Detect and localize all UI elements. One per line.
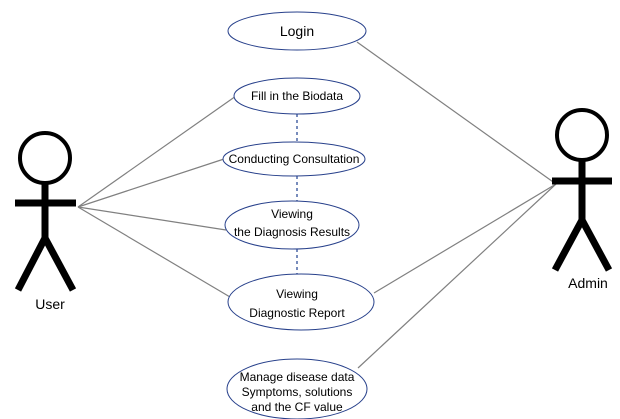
association-admin-login [356, 41, 557, 185]
use-case-manage-disease-data-label-1: Manage disease data [240, 370, 355, 384]
use-case-fill-biodata-label: Fill in the Biodata [251, 89, 343, 103]
association-admin-diagnostic-report [373, 183, 557, 294]
use-case-manage-disease-data-label-2: Symptoms, solutions [242, 385, 353, 399]
use-case-login-label: Login [280, 23, 314, 39]
actor-user-head [18, 131, 72, 185]
actor-user-right-leg [41, 236, 77, 292]
actor-admin-label: Admin [568, 275, 608, 291]
actor-user[interactable]: User [14, 131, 77, 312]
actor-admin-head [555, 108, 609, 162]
use-case-fill-biodata[interactable]: Fill in the Biodata [233, 77, 361, 115]
actor-admin-left-leg [551, 218, 586, 272]
association-user-consultation [77, 158, 225, 208]
association-user-biodata [77, 95, 237, 208]
association-admin-manage-data [357, 183, 557, 369]
use-case-viewing-diagnostic-report-label-1: Viewing [276, 287, 318, 301]
use-case-conducting-consultation[interactable]: Conducting Consultation [222, 141, 366, 177]
actor-admin-right-leg [578, 218, 613, 272]
use-case-viewing-diagnostic-report[interactable]: Viewing Diagnostic Report [227, 273, 375, 331]
actor-user-left-leg [14, 236, 49, 292]
association-user-diagnosis-results [77, 206, 227, 231]
actor-user-label: User [35, 296, 65, 312]
use-case-login[interactable]: Login [227, 11, 367, 51]
use-case-conducting-consultation-label: Conducting Consultation [229, 152, 360, 166]
use-case-viewing-diagnosis-results-label-1: Viewing [271, 207, 313, 221]
use-case-manage-disease-data[interactable]: Manage disease data Symptoms, solutions … [226, 358, 368, 419]
use-case-viewing-diagnosis-results[interactable]: Viewing the Diagnosis Results [224, 200, 360, 250]
use-case-viewing-diagnosis-results-label-2: the Diagnosis Results [234, 225, 350, 239]
use-case-manage-disease-data-label-3: and the CF value [251, 400, 343, 414]
use-case-viewing-diagnostic-report-label-2: Diagnostic Report [249, 306, 345, 320]
association-user-diagnostic-report [77, 206, 231, 298]
actor-admin[interactable]: Admin [551, 108, 613, 291]
